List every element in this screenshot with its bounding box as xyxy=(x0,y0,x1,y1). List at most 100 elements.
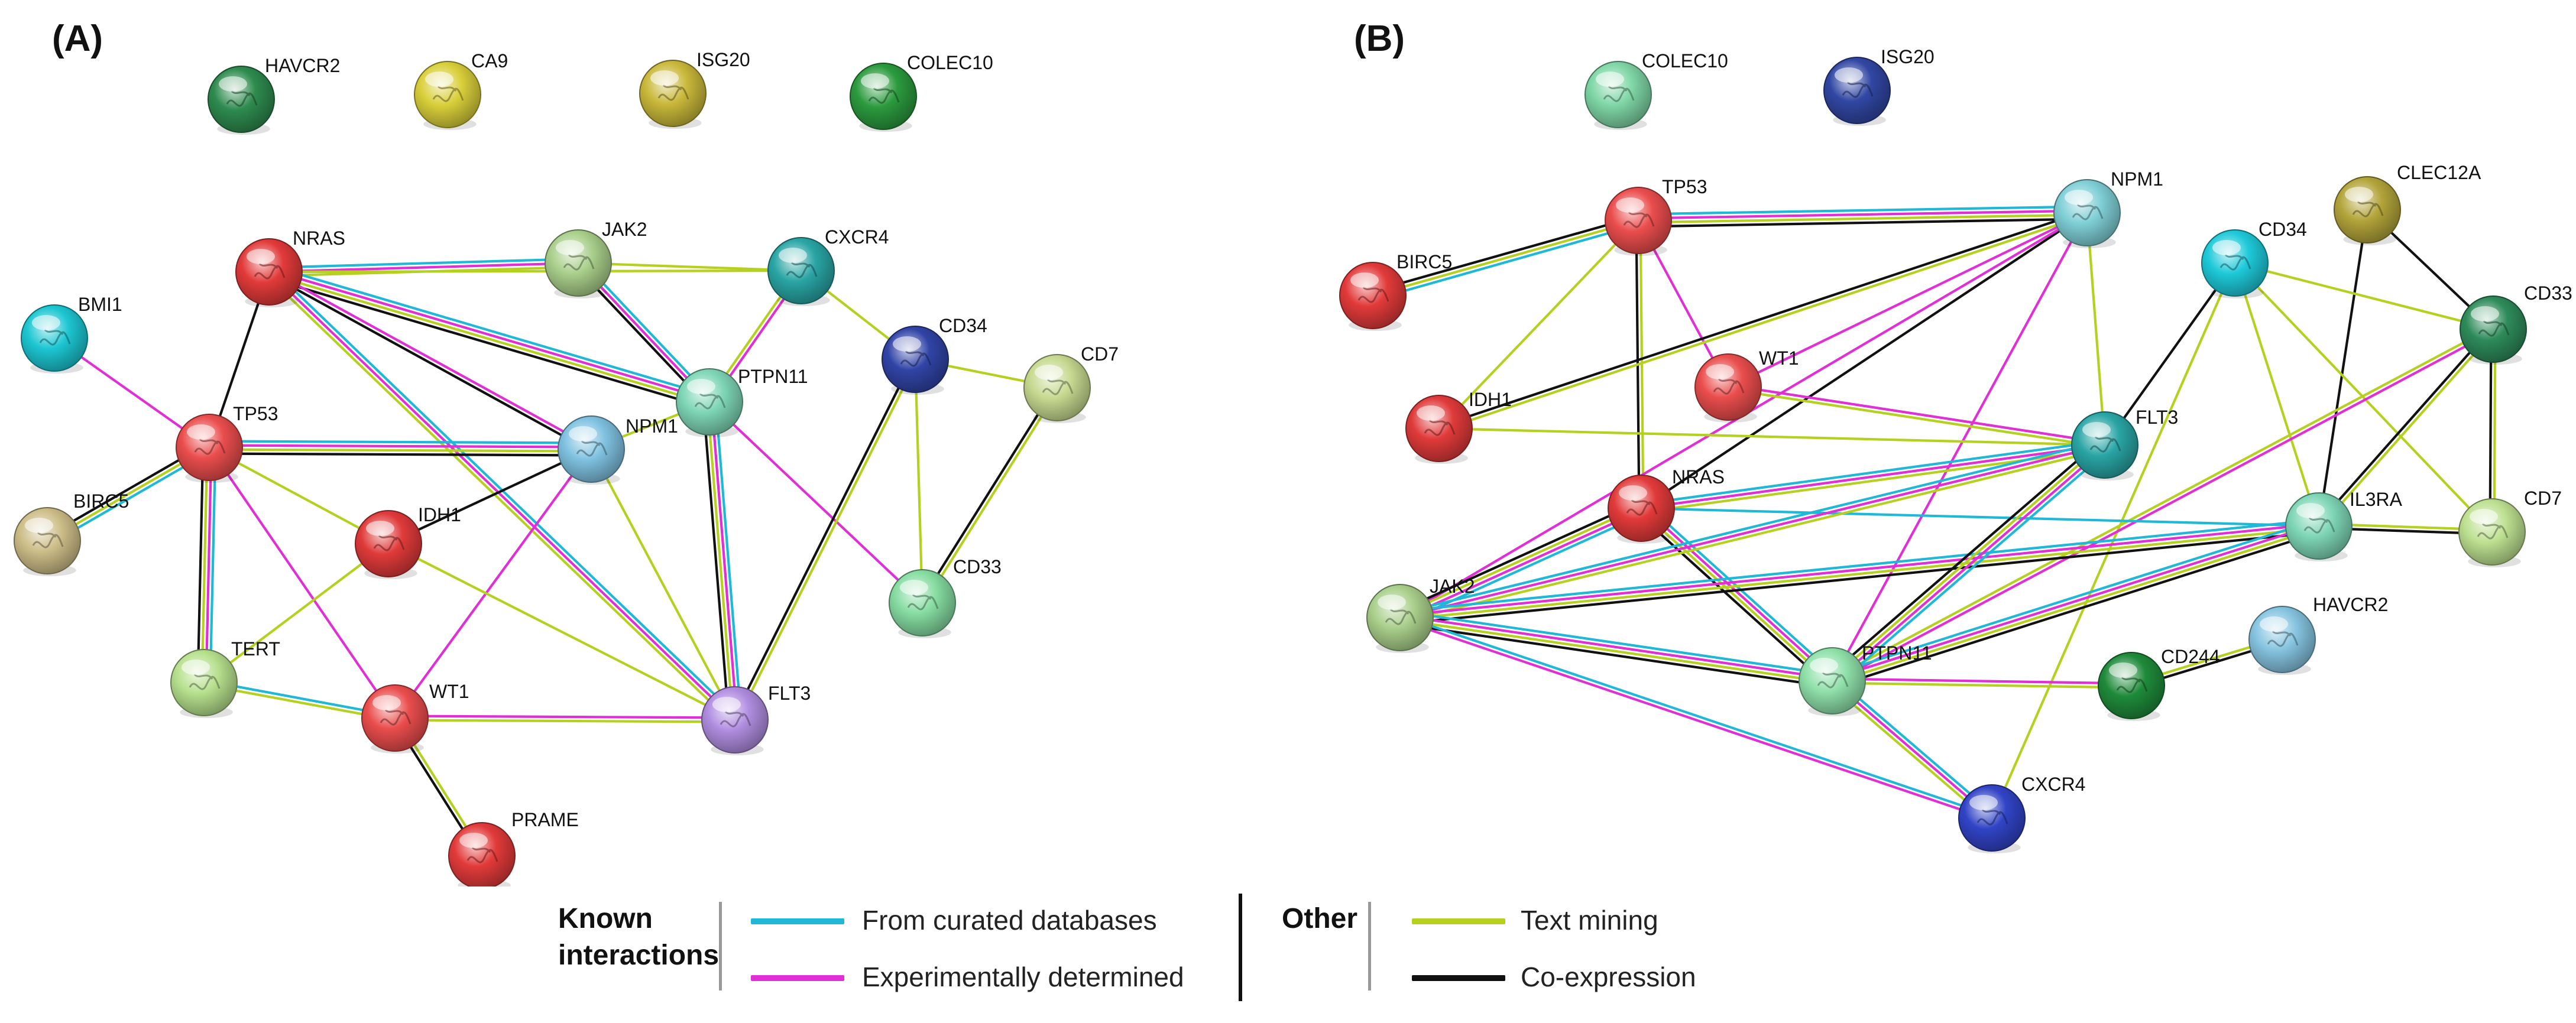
node-wt1[interactable]: WT1 xyxy=(361,681,469,754)
node-highlight xyxy=(1810,658,1838,673)
node-nras[interactable]: NRAS xyxy=(1608,466,1725,544)
node-flt3[interactable]: FLT3 xyxy=(701,683,811,755)
edge-tp53-idh1 xyxy=(208,446,390,545)
node-npm1[interactable]: NPM1 xyxy=(558,415,678,485)
node-jak2[interactable]: JAK2 xyxy=(1366,576,1475,653)
node-highlight xyxy=(900,580,928,595)
edge-db-line xyxy=(1639,506,2321,528)
edge-txt-line xyxy=(2233,261,2494,534)
edge-ptpn11-cd244 xyxy=(1830,677,2133,689)
node-highlight xyxy=(2471,306,2499,321)
node-label: CD34 xyxy=(2259,219,2307,240)
node-label: CD244 xyxy=(2161,646,2220,667)
legend-db-label: From curated databases xyxy=(862,905,1157,936)
node-label: PRAME xyxy=(511,809,579,830)
node-ca9[interactable]: CA9 xyxy=(414,50,508,130)
node-cd7[interactable]: CD7 xyxy=(2458,488,2562,567)
node-highlight xyxy=(2065,190,2093,205)
node-havcr2[interactable]: HAVCR2 xyxy=(208,55,340,135)
node-label: NRAS xyxy=(1672,466,1725,488)
legend-divider xyxy=(1239,894,1242,1001)
node-prame[interactable]: PRAME xyxy=(448,809,579,886)
node-isg20[interactable]: ISG20 xyxy=(639,49,750,129)
edge-db-line xyxy=(1399,614,1994,817)
edge-txt-line xyxy=(2319,329,2496,529)
edge-txt-line xyxy=(1437,219,1640,430)
node-sphere xyxy=(448,822,516,886)
node-flt3[interactable]: FLT3 xyxy=(2071,407,2178,480)
edge-coex-line xyxy=(1398,622,1833,689)
legend-known-title: Known interactions xyxy=(558,901,719,974)
node-idh1[interactable]: IDH1 xyxy=(1405,389,1512,464)
node-idh1[interactable]: IDH1 xyxy=(355,504,461,579)
edge-txt-line xyxy=(1830,326,2494,681)
node-ptpn11[interactable]: PTPN11 xyxy=(1799,642,1932,716)
node-nras[interactable]: NRAS xyxy=(235,228,345,307)
edge-ptpn11-cd33 xyxy=(708,400,924,605)
node-highlight xyxy=(2470,509,2498,524)
node-il3ra[interactable]: IL3RA xyxy=(2285,489,2403,561)
node-colec10[interactable]: COLEC10 xyxy=(850,52,993,132)
node-cd7[interactable]: CD7 xyxy=(1023,343,1119,423)
edge-nras-cxcr4 xyxy=(267,269,803,274)
edge-txt-line xyxy=(1638,508,1832,684)
node-tp53[interactable]: TP53 xyxy=(1605,176,1707,256)
edge-exp-line xyxy=(393,715,737,719)
edge-exp-line xyxy=(268,268,594,449)
node-birc5[interactable]: BIRC5 xyxy=(1339,251,1452,331)
node-highlight xyxy=(219,76,247,92)
node-ptpn11[interactable]: PTPN11 xyxy=(676,366,808,437)
edge-jak2-cxcr4 xyxy=(1398,614,1994,821)
edge-coex-line xyxy=(1639,211,2089,510)
node-sphere xyxy=(2098,652,2165,719)
node-bmi1[interactable]: BMI1 xyxy=(21,294,122,374)
node-highlight xyxy=(1378,595,1406,610)
node-npm1[interactable]: NPM1 xyxy=(2053,168,2163,248)
edge-db-line xyxy=(1637,205,2088,216)
edge-coex-line xyxy=(387,447,593,545)
node-cd34[interactable]: CD34 xyxy=(882,315,987,395)
node-highlight xyxy=(1616,197,1644,213)
node-jak2[interactable]: JAK2 xyxy=(545,219,647,298)
protein-structure-icon xyxy=(373,534,405,551)
node-birc5[interactable]: BIRC5 xyxy=(14,491,129,576)
edge-coex-line xyxy=(1399,531,2321,625)
edge-exp-line xyxy=(267,270,737,722)
node-isg20[interactable]: ISG20 xyxy=(1823,46,1935,126)
node-label: IDH1 xyxy=(418,504,461,525)
node-label: NRAS xyxy=(293,228,345,249)
node-highlight xyxy=(1969,795,1998,810)
protein-structure-icon xyxy=(1385,608,1417,625)
protein-structure-icon xyxy=(576,440,608,457)
node-cd34[interactable]: CD34 xyxy=(2201,219,2307,298)
node-highlight xyxy=(1350,272,1379,288)
protein-structure-icon xyxy=(2267,630,2299,647)
node-havcr2[interactable]: HAVCR2 xyxy=(2248,594,2388,675)
node-wt1[interactable]: WT1 xyxy=(1694,348,1799,423)
node-label: BMI1 xyxy=(78,294,122,315)
protein-structure-icon xyxy=(2219,254,2251,271)
legend-db-swatch xyxy=(751,918,844,924)
node-highlight xyxy=(1835,67,1863,83)
node-cd33[interactable]: CD33 xyxy=(2460,282,2572,365)
node-cd33[interactable]: CD33 xyxy=(889,556,1002,638)
edge-txt-line xyxy=(922,387,1061,605)
node-highlight xyxy=(187,424,215,440)
node-cxcr4[interactable]: CXCR4 xyxy=(1958,774,2085,853)
node-tert[interactable]: TERT xyxy=(170,638,280,718)
node-label: FLT3 xyxy=(768,683,811,704)
edge-exp-line xyxy=(267,261,580,274)
node-cxcr4[interactable]: CXCR4 xyxy=(767,226,889,306)
edge-txt-line xyxy=(393,719,737,723)
protein-structure-icon xyxy=(32,531,64,548)
node-colec10[interactable]: COLEC10 xyxy=(1585,50,1728,130)
node-sphere xyxy=(1694,353,1762,421)
node-cd244[interactable]: CD244 xyxy=(2098,646,2220,721)
edge-exp-line xyxy=(1398,522,2320,617)
node-tp53[interactable]: TP53 xyxy=(176,403,278,483)
edge-exp-line xyxy=(1830,522,2320,680)
node-clec12a[interactable]: CLEC12A xyxy=(2334,162,2481,245)
node-sphere xyxy=(170,649,238,716)
edge-cd33-il3ra xyxy=(2316,326,2496,529)
